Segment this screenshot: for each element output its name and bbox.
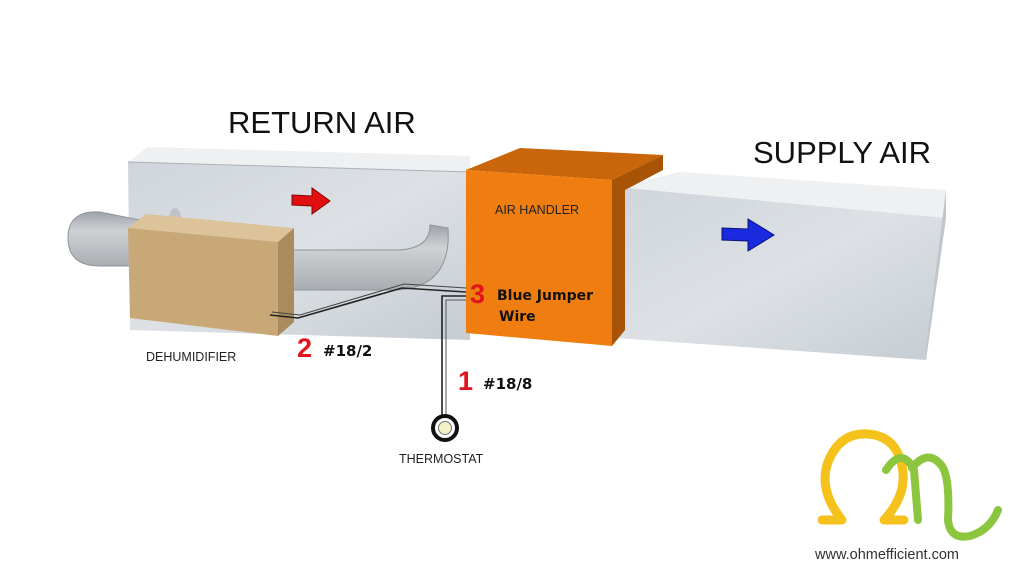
jumper-wire-line1: Blue Jumper [497,288,593,304]
dehumidifier-box [128,214,294,336]
thermostat-icon [431,414,459,442]
wire-18-2 [269,287,467,319]
wire-gauge-1: #18/8 [483,375,532,393]
return-air-label: RETURN AIR [228,105,416,140]
supply-air-arrow-icon [721,218,775,252]
logo-omega-m-icon [817,429,1002,541]
thermostat-label: THERMOSTAT [399,452,484,466]
jumper-wire-line2: Wire [499,309,536,325]
wire-callout-3: 3 Blue Jumper Wire [470,279,593,325]
supply-air-duct [616,172,946,360]
wire-callout-2: 2 #18/2 [297,333,372,363]
supply-duct-end [926,190,946,360]
wire-gauge-2: #18/2 [323,342,372,360]
air-handler-box [466,148,663,346]
air-handler-face [466,170,612,346]
wire-number-3: 3 [470,279,485,309]
dehumidifier-face [128,228,278,336]
air-handler-label: AIR HANDLER [495,203,579,217]
wire-callout-1: 1 #18/8 [458,366,532,396]
wiring [269,283,467,420]
return-duct-top [128,147,470,172]
supply-air-label: SUPPLY AIR [753,135,931,170]
air-handler-top [466,148,663,180]
supply-duct-face [616,187,946,360]
wire-18-8 [441,295,466,420]
return-air-arrow-icon [291,187,331,215]
wire-number-1: 1 [458,366,473,396]
logo-url: www.ohmefficient.com [814,547,959,563]
wire-number-2: 2 [297,333,312,363]
dehumidifier-label: DEHUMIDIFIER [146,350,236,364]
supply-duct-top [616,172,946,218]
